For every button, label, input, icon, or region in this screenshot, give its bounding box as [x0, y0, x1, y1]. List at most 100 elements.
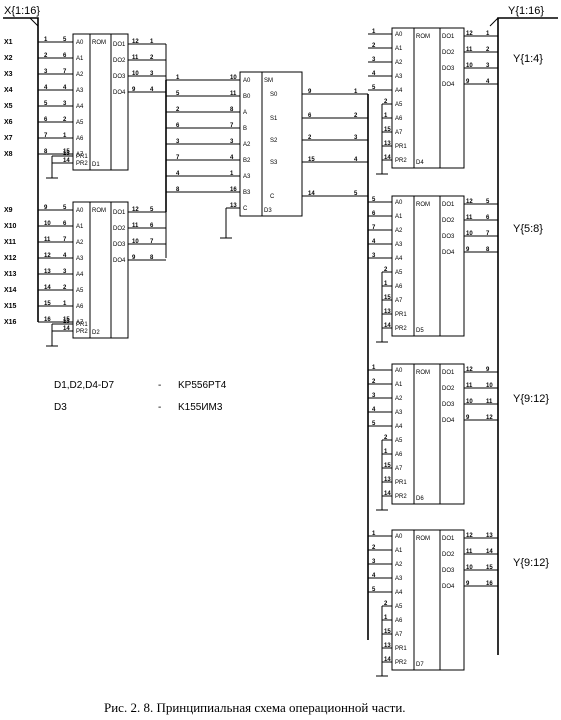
chip-pin-number: 4	[372, 573, 376, 579]
chip-type-label: ROM	[92, 208, 106, 214]
chip-d4	[391, 27, 465, 169]
output-pin-number: 12	[466, 367, 473, 373]
input-signal-label: X6	[4, 119, 13, 126]
chip-port-label: PR1	[395, 144, 407, 150]
chip-name-label: D2	[92, 330, 100, 336]
input-signal-label: X11	[4, 239, 16, 246]
input-signal-label: X3	[4, 71, 13, 78]
net-number: 7	[176, 155, 180, 161]
chip-output-label: DO1	[442, 370, 455, 376]
chip-type-label: ROM	[416, 370, 430, 376]
output-pin-number: 11	[466, 549, 473, 555]
chip-pin-number: 6	[63, 53, 67, 59]
chip-pin-number: 5	[372, 587, 376, 593]
chip-d5	[391, 195, 465, 337]
chip-pin-number: 2	[384, 601, 388, 607]
input-pin-number: 15	[44, 301, 51, 307]
chip-pin-number: 16	[230, 187, 237, 193]
chip-port-label: A5	[76, 288, 84, 294]
output-pin-number: 11	[466, 383, 473, 389]
bus-pin-number: 3	[486, 63, 490, 69]
chip-pin-number: 1	[384, 113, 388, 119]
input-pin-number: 1	[44, 37, 48, 43]
output-bus-tick	[489, 17, 499, 27]
chip-d3	[239, 71, 303, 217]
chip-pin-number: 4	[372, 71, 376, 77]
bus-pin-number: 2	[486, 47, 490, 53]
chip-output-label: DO3	[442, 568, 455, 574]
net-number: 2	[176, 107, 180, 113]
output-pin-number: 6	[308, 113, 312, 119]
chip-name-label: D6	[416, 496, 424, 502]
chip-port-label: A1	[395, 382, 403, 388]
bus-pin-number: 7	[486, 231, 490, 237]
net-number: 3	[176, 139, 180, 145]
chip-pin-number: 7	[230, 123, 234, 129]
chip-output-label: DO1	[442, 34, 455, 40]
chip-port-label: PR2	[395, 326, 407, 332]
bus-pin-number: 14	[486, 549, 493, 555]
chip-pin-number: 5	[372, 85, 376, 91]
chip-pin-number: 2	[372, 545, 376, 551]
chip-pin-number: 6	[372, 211, 376, 217]
chip-port-label: B2	[243, 158, 251, 164]
bus-pin-number: 5	[150, 207, 154, 213]
chip-pin-number: 1	[384, 449, 388, 455]
chip-output-label: DO3	[442, 402, 455, 408]
chip-port-label: PR2	[395, 158, 407, 164]
output-pin-number: 12	[132, 207, 139, 213]
net-number: 2	[354, 113, 358, 119]
chip-port-label: PR1	[76, 322, 88, 328]
chip-d7	[391, 529, 465, 671]
bus-pin-number: 15	[486, 565, 493, 571]
chip-pin-number: 3	[63, 269, 67, 275]
chip-pin-number: 15	[63, 317, 70, 323]
chip-pin-number: 2	[63, 285, 67, 291]
chip-pin-number: 15	[384, 127, 391, 133]
chip-port-label: A1	[76, 56, 84, 62]
chip-pin-number: 13	[384, 643, 391, 649]
chip-pin-number: 7	[372, 225, 376, 231]
chip-output-label: DO2	[442, 218, 455, 224]
input-pin-number: 5	[44, 101, 48, 107]
chip-port-label: B3	[243, 190, 251, 196]
chip-port-label: A2	[395, 396, 403, 402]
chip-pin-number: 1	[230, 171, 234, 177]
chip-output-label: DO3	[113, 242, 126, 248]
chip-output-label: DO3	[113, 74, 126, 80]
net-number: 1	[176, 75, 180, 81]
input-pin-number: 2	[44, 53, 48, 59]
chip-port-label: A1	[395, 214, 403, 220]
input-pin-number: 16	[44, 317, 51, 323]
bus-pin-number: 5	[486, 199, 490, 205]
chip-pin-number: 7	[63, 69, 67, 75]
input-bus-label: X{1:16}	[4, 5, 40, 17]
chip-port-label: C	[243, 206, 248, 212]
output-pin-number: 15	[308, 157, 315, 163]
chip-port-label: A1	[395, 548, 403, 554]
legend-part-2: K155ИМ3	[178, 402, 223, 413]
output-group-label-3: Y{9:12}	[513, 393, 549, 405]
output-pin-number: 11	[132, 223, 139, 229]
chip-port-label: B	[243, 126, 247, 132]
chip-pin-number: 14	[63, 326, 70, 332]
bus-pin-number: 7	[150, 239, 154, 245]
chip-output-label: DO2	[442, 552, 455, 558]
chip-port-label: PR2	[395, 660, 407, 666]
chip-name-label: D4	[416, 160, 424, 166]
legend-chips-2: D3	[54, 402, 67, 413]
net-number: 6	[176, 123, 180, 129]
chip-port-label: A6	[395, 284, 403, 290]
chip-port-label: A5	[395, 438, 403, 444]
chip-port-label: A6	[395, 452, 403, 458]
chip-type-label: ROM	[416, 536, 430, 542]
bus-pin-number: 4	[486, 79, 490, 85]
net-number: 4	[354, 157, 358, 163]
output-pin-number: 10	[466, 63, 473, 69]
chip-port-label: A1	[395, 46, 403, 52]
chip-output-label: C	[270, 194, 275, 200]
chip-port-label: A7	[395, 632, 403, 638]
chip-port-label: A0	[395, 368, 403, 374]
figure-caption: Рис. 2. 8. Принципиальная схема операцио…	[104, 700, 406, 715]
